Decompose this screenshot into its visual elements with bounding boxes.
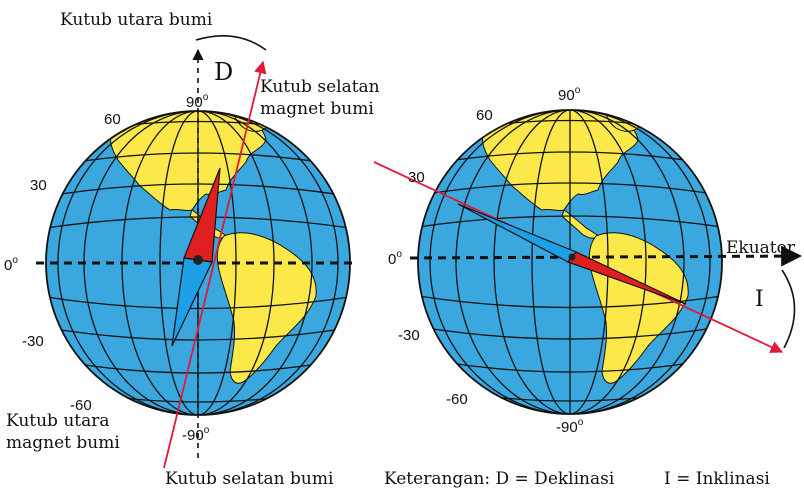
left-globe — [36, 34, 352, 469]
left-needle-pivot — [193, 255, 203, 265]
left-lat-60: 60 — [104, 111, 121, 128]
right-lat-neg30: -30 — [398, 327, 420, 344]
left-lat-neg60: -60 — [70, 397, 92, 414]
right-globe — [373, 109, 803, 415]
right-lat-30: 30 — [408, 169, 425, 186]
right-needle-pivot — [568, 253, 576, 261]
inclination-angle-arc — [781, 269, 796, 349]
left-lat-neg90: -90o — [182, 425, 210, 444]
inclination-symbol: I — [755, 287, 764, 312]
declination-angle-arc — [195, 34, 267, 51]
geographic-south-pole-label: Kutub selatan bumi — [165, 469, 334, 489]
right-equator-line — [409, 245, 803, 267]
left-lat-30: 30 — [30, 177, 47, 194]
magnetic-south-pole-label-line2: magnet bumi — [260, 99, 374, 119]
magnetic-south-pole-label-line1: Kutub selatan — [260, 77, 380, 97]
left-lat-90: 90o — [186, 92, 209, 111]
left-lat-0: 0o — [4, 255, 18, 274]
right-lat-90: 90o — [558, 85, 581, 104]
left-magnetic-axis-line — [163, 60, 267, 469]
declination-symbol: D — [214, 58, 233, 86]
right-lat-60: 60 — [476, 107, 493, 124]
legend-inclination: I = Inklinasi — [664, 469, 770, 489]
equator-label: Ekuator — [726, 238, 796, 258]
legend-declination: Keterangan: D = Deklinasi — [384, 469, 615, 489]
right-lat-neg90: -90o — [556, 417, 584, 436]
left-lat-neg30: -30 — [22, 333, 44, 350]
geographic-north-pole-label: Kutub utara bumi — [60, 10, 213, 30]
right-lat-neg60: -60 — [446, 391, 468, 408]
magnetic-north-pole-label-line2: magnet bumi — [6, 433, 120, 453]
magnetic-north-pole-label-line1: Kutub utara — [6, 411, 110, 431]
right-lat-0: 0o — [388, 249, 402, 268]
